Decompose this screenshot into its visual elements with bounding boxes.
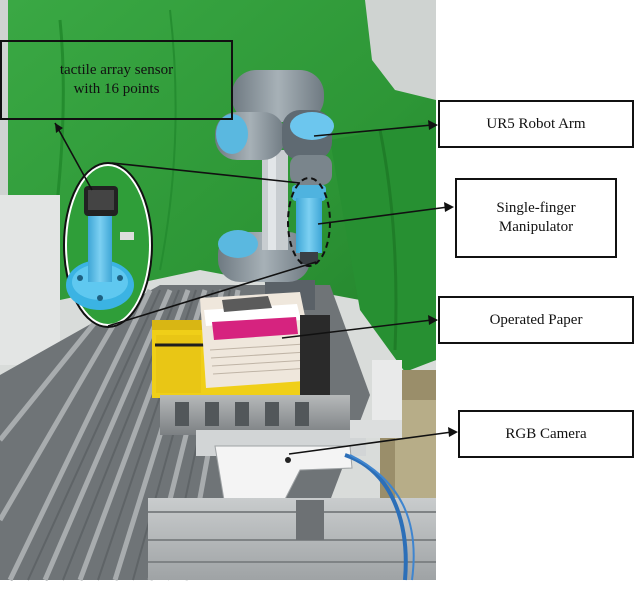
single-finger-manipulator-callout: Single-finger Manipulator: [455, 178, 617, 258]
tactile-sensor-label: tactile array sensor with 16 points: [59, 62, 174, 97]
ur5-robot-arm-callout: UR5 Robot Arm: [438, 100, 634, 148]
rgb-camera-label: RGB Camera: [505, 425, 587, 442]
single-finger-manipulator-label: Single-finger Manipulator: [496, 200, 576, 235]
tactile-sensor-callout: tactile array sensor with 16 points: [0, 40, 233, 120]
ur5-robot-arm-label: UR5 Robot Arm: [486, 115, 586, 132]
operated-paper-label: Operated Paper: [489, 311, 583, 328]
rgb-camera-callout: RGB Camera: [458, 410, 634, 458]
operated-paper-callout: Operated Paper: [438, 296, 634, 344]
